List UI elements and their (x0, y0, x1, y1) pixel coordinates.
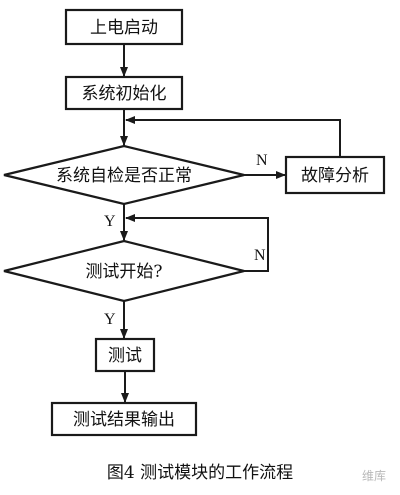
node-test-start: 测试开始? (3, 239, 245, 303)
node-fault-analysis: 故障分析 (284, 155, 386, 195)
node-test-label: 测试 (108, 346, 142, 366)
edge-label-check-no: N (256, 152, 268, 169)
edge-label-start-no: N (254, 247, 266, 264)
node-power-on-label: 上电启动 (90, 18, 158, 38)
node-self-check-label: 系统自检是否正常 (56, 166, 192, 186)
node-test: 测试 (94, 337, 156, 373)
node-fault-analysis-label: 故障分析 (301, 166, 369, 186)
node-init-label: 系统初始化 (82, 84, 167, 104)
node-self-check: 系统自检是否正常 (3, 144, 245, 206)
node-test-start-label: 测试开始? (85, 262, 162, 282)
node-output: 测试结果输出 (50, 401, 198, 437)
node-init: 系统初始化 (64, 75, 184, 111)
edge-label-start-yes: Y (104, 311, 116, 328)
figure-caption: 图4 测试模块的工作流程 (107, 463, 293, 483)
watermark-text: 维库 (362, 468, 386, 483)
arrow-fault-loopback (125, 116, 341, 157)
arrow-start-loopback (125, 214, 269, 272)
node-power-on: 上电启动 (64, 8, 184, 46)
node-output-label: 测试结果输出 (73, 410, 175, 430)
edge-label-check-yes: Y (104, 213, 116, 230)
